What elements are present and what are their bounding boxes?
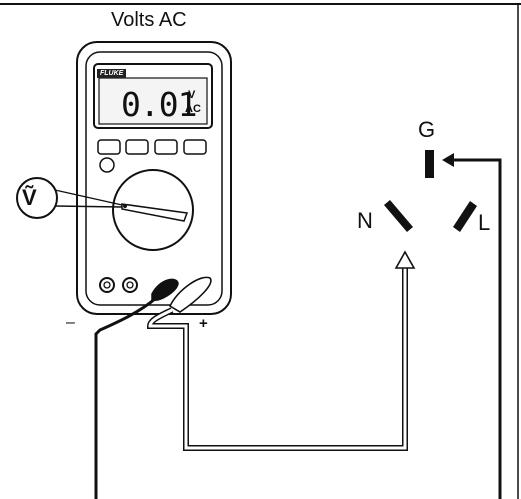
- multimeter: [16, 41, 232, 315]
- meter-button-3[interactable]: [154, 139, 178, 155]
- meter-unit-top: V: [188, 89, 196, 101]
- outlet: [384, 150, 477, 232]
- ground-lead-wire: [452, 158, 502, 499]
- positive-terminal-label: +: [199, 315, 208, 332]
- white-probe-plug: [168, 276, 212, 313]
- function-callout-lines: [54, 189, 123, 208]
- meter-button-4[interactable]: [183, 139, 207, 155]
- meter-display: [98, 77, 208, 125]
- neutral-label: N: [357, 208, 373, 233]
- neutral-slot: [384, 200, 413, 232]
- black-probe-plug: [151, 278, 179, 301]
- negative-terminal-label: –: [66, 314, 75, 331]
- white-lead-arrowhead: [394, 250, 416, 269]
- meter-button-1[interactable]: [97, 139, 121, 155]
- line-slot: [453, 201, 477, 232]
- diagram-title: Volts AC: [111, 9, 187, 31]
- ground-lead-arrowhead: [442, 153, 454, 167]
- white-probe-lead: [146, 250, 416, 451]
- meter-unit-bottom: AC: [185, 103, 201, 115]
- ac-voltage-icon: Ṽ: [22, 185, 37, 210]
- line-label: L: [478, 210, 491, 235]
- black-probe-lead: [94, 278, 179, 499]
- white-lead-wire-inner: [148, 268, 407, 450]
- dial-pointer-dot: [123, 204, 127, 208]
- function-callout-circle: [16, 177, 58, 219]
- meter-reading: 0.01: [121, 85, 197, 124]
- jack-2-core: [126, 281, 134, 289]
- ground-label: G: [418, 117, 436, 142]
- black-lead-wire: [94, 296, 157, 499]
- meter-brand-logo: FLUKE: [97, 69, 127, 78]
- ground-lead: [442, 153, 502, 499]
- dial-pointer: [121, 203, 189, 222]
- meter-round-button[interactable]: [99, 157, 115, 173]
- meter-button-2[interactable]: [125, 139, 149, 155]
- ground-slot: [425, 150, 434, 178]
- jack-1-core: [103, 281, 111, 289]
